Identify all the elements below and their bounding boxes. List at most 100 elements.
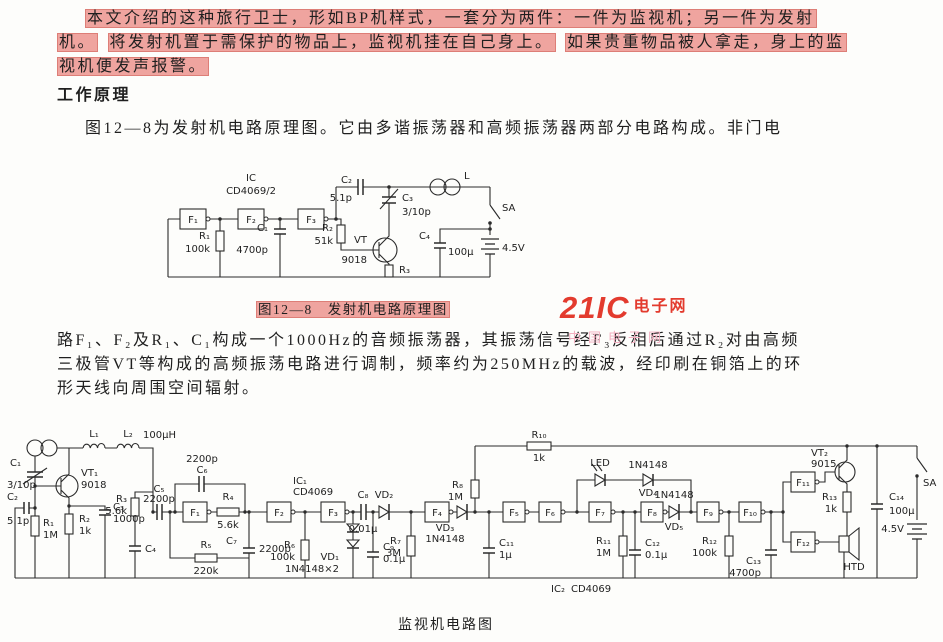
- circuit2-label-vd4v: 1N4148: [628, 460, 667, 471]
- paragraph-line: 形天线向周围空间辐射。: [57, 380, 261, 397]
- circuit2-label-f3: F₃: [328, 508, 338, 519]
- resistor-symbol: [336, 224, 346, 244]
- circuit2-label-c2: C₂: [7, 492, 18, 503]
- text-line: 机。 将发射机置于需保护的物品上，监视机挂在自己身上。 如果贵重物品被人拿走，身…: [57, 33, 847, 53]
- circuit2-label-ic1v: CD4069: [293, 487, 333, 498]
- circuit2-label-vt1v: 9018: [81, 480, 106, 491]
- circuit2-label-c5: C₅: [154, 484, 165, 495]
- circuit2-label-r12v: 100k: [692, 548, 717, 559]
- circuit2-label-r7v: 3M: [386, 548, 401, 559]
- circuit2-label-c3v: 1000p: [113, 514, 145, 525]
- circuit1-label-c3: C₃: [402, 193, 413, 204]
- circuit2-label-vd3: VD₃: [436, 523, 455, 534]
- circuit2-label-r4: R₄: [223, 492, 234, 503]
- circuit1-label-r2v: 51k: [314, 236, 333, 247]
- watermark-logo: 21IC: [560, 290, 630, 325]
- watermark-subline: 中国电子网: [568, 330, 669, 345]
- circuit1-label-f1: F₁: [188, 215, 198, 226]
- circuit2-label-r11v: 1M: [596, 548, 611, 559]
- circuit1-label-r1: R₁: [199, 231, 210, 242]
- loop-antenna-icon: [429, 178, 461, 196]
- section-heading: 工作原理: [57, 87, 132, 104]
- circuit1-capacitors: [274, 179, 446, 249]
- circuit2-label-r3v: 5.6k: [105, 506, 127, 517]
- circuit1-label-c1v: 4700p: [236, 245, 268, 256]
- circuit1-label-vtv: 9018: [342, 255, 367, 266]
- circuit2-label-r4v: 5.6k: [217, 520, 239, 531]
- circuit2-label-r7: R₇: [390, 536, 401, 547]
- circuit1-label-l: L: [464, 171, 470, 182]
- circuit1-label-r3: R₃: [399, 265, 410, 276]
- circuit2-label-c11: C₁₁: [499, 538, 514, 549]
- circuit2-label-r1: R₁: [43, 518, 54, 529]
- transistor-vt1-icon: [55, 474, 79, 498]
- circuit2-label-r11: R₁₁: [596, 536, 611, 547]
- resistor-symbol: [842, 491, 852, 513]
- variable-capacitor-arrow-icon: [379, 188, 399, 210]
- circuit2-label-r6v: 100k: [270, 552, 295, 563]
- led-icon: [594, 473, 607, 487]
- circuit2-label-r2v: 1k: [79, 526, 91, 537]
- text-line: 本文介绍的这种旅行卫士，形如BP机样式，一套分为两件：一件为监视机；另一件为发射: [85, 9, 817, 29]
- resistor-symbol: [30, 515, 40, 537]
- paragraph-line: 三极管VT等构成的高频振荡电路进行调制，频率约为250MHz的载波，经印刷在铜箔…: [57, 356, 803, 373]
- circuit2-label-vd4: VD₄: [639, 488, 658, 499]
- highlight-segment: 图12—8 发射机电路原理图: [256, 301, 450, 318]
- circuit2-label-l2: L₂: [123, 429, 133, 440]
- circuit2-label-c14: C₁₄: [889, 492, 904, 503]
- circuit1-label-c1: C₁: [257, 223, 268, 234]
- circuit2-label-f6: F₆: [545, 508, 555, 519]
- circuit2-label-r3: R₃: [116, 494, 127, 505]
- circuit2-gates: [182, 471, 820, 553]
- variable-capacitor-arrow-icon: [22, 467, 48, 485]
- circuit2-capacitors: [23, 471, 883, 558]
- circuit2-label-ic2: IC₂: [551, 584, 565, 595]
- circuit1-label-sa: SA: [502, 203, 516, 214]
- circuit2-junctions: [33, 444, 919, 514]
- circuit2-label-c9: C₉: [383, 542, 394, 553]
- resistor-symbol: [384, 264, 394, 278]
- paragraph-line: 图12—8为发射机电路原理图。它由多谐振荡器和高频振荡器两部分电路构成。非门电: [85, 120, 783, 137]
- highlight-segment: 机。: [57, 33, 99, 52]
- paragraph-line: 路F₁、F₂及R₁、C₁构成一个1000Hz的音频振荡器，其振荡信号经F₃反相后…: [57, 332, 800, 349]
- circuit2-resistors: [30, 441, 852, 563]
- circuit2-label-f1: F₁: [190, 508, 200, 519]
- circuit2-label-c9v: 0.1μ: [383, 554, 406, 565]
- highlight-segment: 如果贵重物品被人拿走，身上的监: [565, 33, 847, 52]
- circuit1-label-c2v: 5.1p: [330, 193, 352, 204]
- circuit2-label-c7v: 2200p: [259, 544, 291, 555]
- circuit2-label-c11v: 1μ: [499, 550, 512, 561]
- circuit2-label-f9: F₉: [703, 508, 713, 519]
- battery-icon: [907, 523, 927, 540]
- circuit2-label-vd1v: 1N4148×2: [285, 564, 339, 575]
- circuit2-label-r12: R₁₂: [702, 536, 717, 547]
- watermark-suffix: 电子网: [633, 298, 688, 315]
- circuit2-label-r13v: 1k: [825, 504, 837, 515]
- circuit2-label-c1v: 3/10p: [7, 480, 36, 491]
- circuit1-label-c2: C₂: [341, 175, 352, 186]
- circuit2-label-f4: F₄: [432, 508, 442, 519]
- circuit2-label-ic1: IC₁: [293, 476, 307, 487]
- circuit2-label-htd: HTD: [843, 562, 865, 573]
- resistor-symbol: [130, 497, 140, 517]
- circuit2-label-r5: R₅: [201, 540, 212, 551]
- circuit2-label-r6: R₆: [284, 540, 295, 551]
- circuit1-gates: [179, 208, 329, 230]
- circuit2-label-c8: C₈: [358, 490, 369, 501]
- circuit2-label-c1: C₁: [10, 458, 21, 469]
- resistor-symbol: [64, 513, 74, 535]
- circuit2-label-c14v: 100μ: [889, 506, 915, 517]
- watermark-21ic: 21IC 电子网 中国电子网: [560, 290, 688, 346]
- circuit1-label-f2: F₂: [246, 215, 256, 226]
- circuit2-label-f2: F₂: [274, 508, 284, 519]
- circuit2-wiring: [14, 442, 928, 579]
- resistor-symbol: [300, 539, 310, 561]
- highlight-segment: 将发射机置于需保护的物品上，监视机挂在自己身上。: [107, 33, 556, 52]
- watermark-line1: 21IC 电子网: [560, 290, 688, 326]
- circuit2-label-r1v: 1M: [43, 530, 58, 541]
- circuit1-label-bat: 4.5V: [502, 243, 525, 254]
- resistor-symbol: [215, 230, 225, 252]
- circuit2-label-c6v: 2200p: [186, 454, 218, 465]
